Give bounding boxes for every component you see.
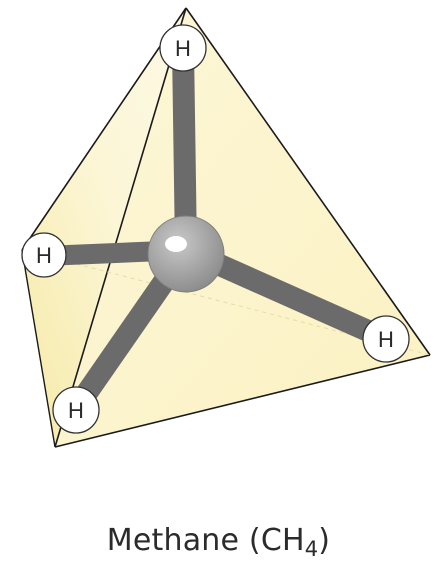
molecule-caption: Methane (CH4) (0, 523, 437, 561)
hydrogen-atom-right: H (362, 315, 410, 363)
hydrogen-atom-left: H (21, 232, 67, 278)
tetrahedron-edge (185, 7, 431, 356)
tetrahedron-edge (54, 7, 187, 448)
tetrahedron-face-right (55, 8, 430, 447)
molecule-name: Methane (106, 523, 240, 558)
formula-subscript: 4 (304, 537, 319, 561)
tetrahedron-edge (54, 354, 431, 448)
tetrahedron-face-left (22, 8, 186, 447)
tetrahedron (21, 7, 431, 448)
tetrahedron-edge (21, 249, 56, 448)
hydrogen-atom-top: H (159, 24, 207, 72)
tetrahedron-edge (21, 7, 187, 251)
hydrogen-atom-bottom: H (52, 386, 100, 434)
carbon-highlight (165, 236, 187, 252)
hydrogen-label: H (36, 243, 52, 268)
formula-prefix: (CH (248, 523, 305, 558)
tetrahedron-hidden-edge (21, 249, 431, 356)
carbon-atom (147, 215, 225, 293)
hydrogen-label: H (175, 36, 191, 61)
formula-suffix: ) (318, 523, 331, 558)
hydrogen-label: H (378, 327, 394, 352)
molecule-formula: (CH4) (248, 523, 331, 561)
hydrogen-label: H (68, 398, 84, 423)
